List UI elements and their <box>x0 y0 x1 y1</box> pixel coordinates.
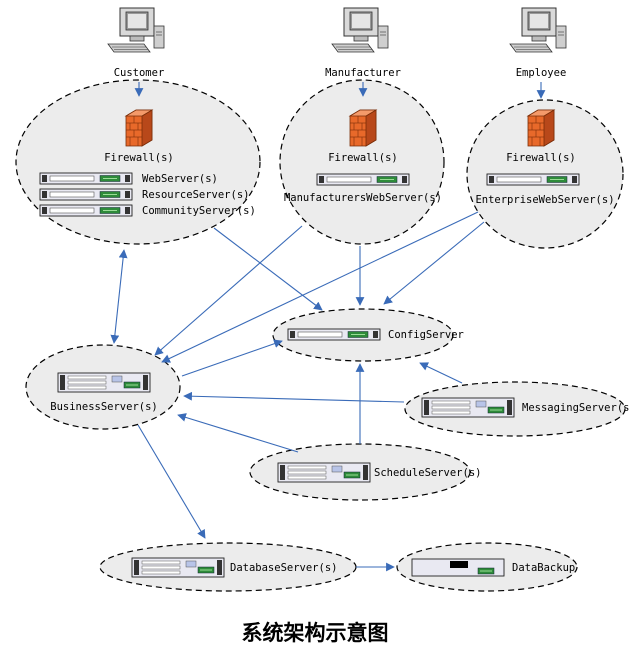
customer-label: Customer <box>114 67 165 79</box>
customer-firewall-icon <box>125 109 153 147</box>
link-employee-business <box>161 211 479 363</box>
resource-server-icon <box>39 188 133 201</box>
enterprise-web-server-label: EnterpriseWebServer(s) <box>475 194 614 206</box>
enterprise-web-server-icon <box>486 173 580 186</box>
diagram-caption: 系统架构示意图 <box>242 621 389 645</box>
community-server-label: CommunityServer(s) <box>142 205 256 217</box>
manufacturer-computer-icon <box>331 7 389 53</box>
messaging-server-zone <box>404 381 626 437</box>
customer-zone <box>15 79 261 245</box>
employee-computer-icon <box>509 7 567 53</box>
config-server-icon <box>287 328 381 341</box>
resource-server-label: ResourceServer(s) <box>142 189 249 201</box>
link-manufacturer-business <box>154 225 303 356</box>
business-server-icon <box>57 372 151 393</box>
manufacturers-web-server-icon <box>316 173 410 186</box>
manufacturers-web-server-label: ManufacturersWebServer(s) <box>284 192 442 204</box>
link-business-database <box>137 424 206 539</box>
business-server-label: BusinessServer(s) <box>50 401 157 413</box>
database-server-icon <box>131 557 225 578</box>
manufacturer-firewall-icon <box>349 109 377 147</box>
link-customer-business <box>110 249 128 344</box>
customer-firewall-label: Firewall(s) <box>104 152 174 164</box>
link-messaging-business <box>183 391 405 403</box>
community-server-icon <box>39 204 133 217</box>
link-customer-config <box>213 227 323 311</box>
connections <box>110 82 546 572</box>
link-messaging-config <box>419 362 463 384</box>
database-server-label: DatabaseServer(s) <box>230 562 337 574</box>
customer-computer-icon <box>107 7 165 53</box>
manufacturer-zone <box>279 79 445 245</box>
data-backup-icon <box>411 558 505 577</box>
employee-label: Employee <box>516 67 567 79</box>
link-schedule-business <box>177 413 299 453</box>
web-server-label: WebServer(s) <box>142 173 218 185</box>
link-employee-config <box>383 221 485 305</box>
web-server-icon <box>39 172 133 185</box>
employee-firewall-label: Firewall(s) <box>506 152 576 164</box>
schedule-server-icon <box>277 462 371 483</box>
messaging-server-label: MessagingServer(s) <box>522 402 630 414</box>
messaging-server-icon <box>421 397 515 418</box>
employee-firewall-icon <box>527 109 555 147</box>
manufacturer-firewall-label: Firewall(s) <box>328 152 398 164</box>
manufacturer-label: Manufacturer <box>325 67 401 79</box>
schedule-server-label: ScheduleServer(s) <box>374 467 481 479</box>
data-backup-label: DataBackup <box>512 562 575 574</box>
link-business-config <box>181 339 283 377</box>
config-server-label: ConfigServer <box>388 329 464 341</box>
